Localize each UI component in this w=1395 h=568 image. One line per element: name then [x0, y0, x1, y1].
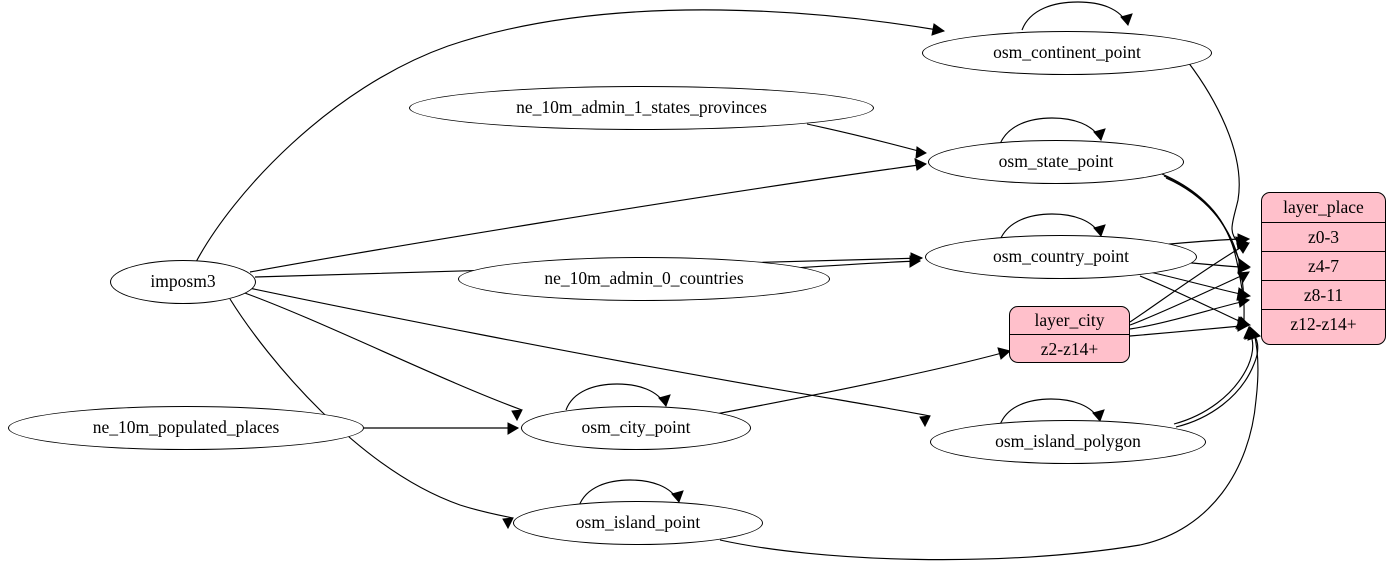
- edge-imposm3-to-osm-island-polygon: [248, 287, 931, 428]
- edge-selfloop-osm-island-point: [578, 479, 684, 507]
- layer-city-row-z2-z14[interactable]: z2-z14+: [1040, 339, 1099, 359]
- layer-place-row-z12-z14[interactable]: z12-z14+: [1290, 314, 1357, 334]
- edge-osm-island-point-to-layer-place-z12-z14: [719, 326, 1261, 561]
- layer-place-row-z4-7[interactable]: z4-7: [1262, 252, 1385, 281]
- edge-selfloop-osm-city-point: [565, 383, 671, 411]
- node-ne-10m-admin-1-states-provinces-label: ne_10m_admin_1_states_provinces: [516, 97, 767, 118]
- node-osm-city-point-label: osm_city_point: [581, 417, 691, 438]
- edge-layer-city-to-layer-place-z0-3: [1129, 242, 1250, 323]
- node-osm-state-point[interactable]: osm_state_point: [928, 140, 1184, 184]
- node-osm-continent-point-label: osm_continent_point: [993, 42, 1141, 63]
- node-osm-continent-point[interactable]: osm_continent_point: [922, 31, 1212, 75]
- edge-osm-island-polygon-to-layer-place-z12-z14-b: [1175, 326, 1259, 428]
- edge-imposm3-to-osm-city-point: [241, 291, 523, 422]
- edge-osm-city-point-to-layer-city: [715, 347, 1012, 415]
- layer-place-title: layer_place: [1262, 193, 1385, 223]
- layer-place-row-z8-11[interactable]: z8-11: [1262, 281, 1385, 310]
- edge-osm-country-point-to-layer-place-z12-z14: [1139, 275, 1250, 329]
- edge-osm-continent-point-to-layer-place-z0-3: [1187, 61, 1250, 250]
- edge-layer-city-to-layer-place-z4-7: [1129, 271, 1250, 326]
- edge-selfloop-osm-country-point: [999, 213, 1106, 241]
- edge-selfloop-osm-continent-point: [1021, 1, 1133, 31]
- node-osm-country-point[interactable]: osm_country_point: [925, 235, 1197, 279]
- edge-imposm3-to-osm-island-point: [229, 298, 514, 530]
- layer-place-row-z0-3[interactable]: z0-3: [1262, 223, 1385, 252]
- node-osm-island-point-label: osm_island_point: [575, 512, 701, 533]
- node-osm-island-polygon[interactable]: osm_island_polygon: [930, 420, 1206, 464]
- edge-ne-populated-to-osm-city-point: [364, 422, 520, 435]
- node-imposm3[interactable]: imposm3: [110, 260, 256, 304]
- edge-imposm3-to-osm-continent-point: [195, 9, 946, 263]
- edge-selfloop-osm-island-polygon: [999, 398, 1105, 426]
- edge-selfloop-osm-state-point: [999, 117, 1106, 145]
- node-layer-city[interactable]: layer_city z2-z14+: [1009, 306, 1130, 363]
- edge-layer-city-to-layer-place-z12-z14: [1129, 319, 1251, 337]
- node-imposm3-label: imposm3: [150, 271, 216, 292]
- node-osm-state-point-label: osm_state_point: [998, 151, 1114, 172]
- layer-city-title: layer_city: [1010, 307, 1129, 335]
- node-ne-10m-admin-0-countries[interactable]: ne_10m_admin_0_countries: [458, 257, 830, 301]
- node-ne-10m-admin-0-countries-label: ne_10m_admin_0_countries: [544, 268, 744, 289]
- edge-ne-admin0-to-osm-country-point: [794, 255, 922, 269]
- node-ne-10m-populated-places-label: ne_10m_populated_places: [92, 417, 280, 438]
- edge-ne-admin1-to-osm-state-point: [806, 123, 927, 159]
- node-ne-10m-admin-1-states-provinces[interactable]: ne_10m_admin_1_states_provinces: [409, 86, 874, 130]
- node-osm-island-polygon-label: osm_island_polygon: [995, 431, 1141, 452]
- edge-layer-city-to-layer-place-z8-11: [1129, 295, 1251, 330]
- node-ne-10m-populated-places[interactable]: ne_10m_populated_places: [8, 406, 364, 450]
- edge-imposm3-to-osm-state-point: [249, 158, 928, 273]
- node-osm-city-point[interactable]: osm_city_point: [521, 406, 751, 450]
- node-layer-place[interactable]: layer_place z0-3 z4-7 z8-11 z12-z14+: [1261, 192, 1386, 345]
- node-osm-country-point-label: osm_country_point: [992, 246, 1130, 267]
- edge-osm-island-polygon-to-layer-place-z12-z14: [1173, 325, 1257, 425]
- node-osm-island-point[interactable]: osm_island_point: [513, 501, 763, 545]
